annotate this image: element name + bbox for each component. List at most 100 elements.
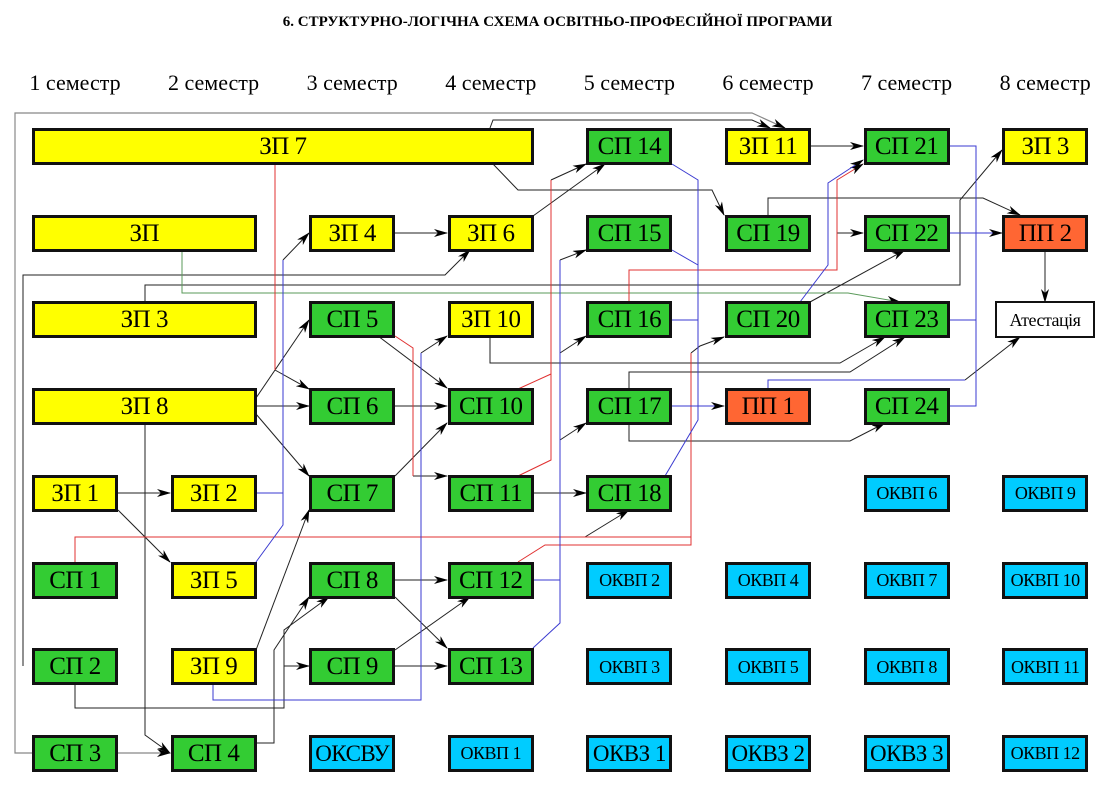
node-label: ЗП xyxy=(129,219,160,247)
node-label: СП 16 xyxy=(597,306,662,334)
node-sp3: СП 3 xyxy=(32,734,118,772)
node-label: ОКВП 12 xyxy=(1010,743,1081,764)
node-sp4: СП 4 xyxy=(170,734,257,772)
node-pp1: ПП 1 xyxy=(725,388,811,426)
node-sp22: СП 22 xyxy=(863,214,950,252)
node-label: ОКВЗ 3 xyxy=(870,740,944,766)
semester-label: 5 семестр xyxy=(583,70,675,95)
node-sp12: СП 12 xyxy=(447,561,534,599)
node-label: ЗП 6 xyxy=(467,219,515,247)
node-label: ЗП 5 xyxy=(189,566,238,594)
green-lines xyxy=(181,250,901,304)
node-sp24: СП 24 xyxy=(863,388,950,426)
node-label: ОКВП 6 xyxy=(876,483,937,504)
node-label: ОКВЗ 1 xyxy=(592,740,667,766)
node-sp19: СП 19 xyxy=(725,214,811,252)
red-lines xyxy=(74,163,864,563)
node-label: СП 1 xyxy=(49,566,101,594)
semester-label: 3 семестр xyxy=(306,70,398,95)
node-label: СП 3 xyxy=(49,739,101,767)
node-label: Атестація xyxy=(1009,309,1081,330)
node-label: СП 11 xyxy=(459,479,523,507)
node-sp1: СП 1 xyxy=(32,561,118,599)
node-sp14: СП 14 xyxy=(586,128,673,165)
node-okvp2: ОКВП 2 xyxy=(586,561,673,599)
node-label: ОКВП 9 xyxy=(1014,483,1076,504)
node-okvp6: ОКВП 6 xyxy=(863,474,950,512)
node-label: ЗП 8 xyxy=(120,393,169,421)
diagram-title: 6. СТРУКТУРНО-ЛОГІЧНА СХЕМА ОСВІТНЬО-ПРО… xyxy=(282,14,833,30)
node-sp10: СП 10 xyxy=(447,388,534,426)
node-okvp9: ОКВП 9 xyxy=(1002,474,1089,512)
node-okvp7: ОКВП 7 xyxy=(863,561,950,599)
node-label: ЗП 3 xyxy=(120,306,169,334)
node-zp11: ЗП 11 xyxy=(725,128,811,165)
node-sp17: СП 17 xyxy=(586,388,673,426)
node-label: ЗП 9 xyxy=(189,653,238,681)
node-okvz3: ОКВЗ 3 xyxy=(863,734,950,772)
node-label: ОКВП 8 xyxy=(876,656,937,677)
node-zp7: ЗП 7 xyxy=(32,128,534,165)
semester-label: 1 семестр xyxy=(29,70,121,95)
semester-label: 2 семестр xyxy=(168,70,260,95)
node-label: ЗП 2 xyxy=(189,479,238,507)
node-label: ОКВП 7 xyxy=(876,570,937,590)
node-zp8: ЗП 8 xyxy=(32,388,257,426)
node-label: ЗП 1 xyxy=(51,479,99,507)
node-okvz1: ОКВЗ 1 xyxy=(586,734,673,772)
node-label: СП 14 xyxy=(597,133,662,160)
node-zp4: ЗП 4 xyxy=(309,214,396,252)
node-oksvu: ОКСВУ xyxy=(309,734,396,772)
node-label: ЗП 3 xyxy=(1021,133,1070,160)
node-label: ОКВЗ 2 xyxy=(731,740,805,766)
node-label: СП 6 xyxy=(326,393,378,421)
node-okvz2: ОКВЗ 2 xyxy=(725,734,811,772)
node-sp5: СП 5 xyxy=(309,301,396,339)
node-label: СП 24 xyxy=(874,393,939,421)
node-zp: ЗП xyxy=(32,214,257,252)
node-atest: Атестація xyxy=(995,301,1095,339)
node-sp6: СП 6 xyxy=(309,388,396,426)
node-okvp5: ОКВП 5 xyxy=(725,648,811,686)
node-label: ОКВП 5 xyxy=(737,656,799,677)
node-label: ЗП 10 xyxy=(461,306,521,334)
node-sp23: СП 23 xyxy=(863,301,950,339)
node-sp15: СП 15 xyxy=(586,214,673,252)
node-label: СП 22 xyxy=(874,219,939,247)
node-label: ОКСВУ xyxy=(315,740,390,766)
node-sp16: СП 16 xyxy=(586,301,673,339)
node-sp18: СП 18 xyxy=(586,474,673,512)
node-label: СП 5 xyxy=(326,306,378,334)
node-label: ЗП 4 xyxy=(328,219,377,247)
node-label: СП 23 xyxy=(874,306,939,334)
node-label: ОКВП 3 xyxy=(599,656,660,677)
node-label: СП 17 xyxy=(597,393,662,421)
node-zp9: ЗП 9 xyxy=(170,648,257,686)
node-sp20: СП 20 xyxy=(725,301,811,339)
node-sp7: СП 7 xyxy=(309,474,396,512)
node-okvp12: ОКВП 12 xyxy=(1002,734,1089,772)
node-sp2: СП 2 xyxy=(32,648,118,686)
node-okvp8: ОКВП 8 xyxy=(863,648,950,686)
node-label: ОКВП 4 xyxy=(737,570,799,590)
node-zp5: ЗП 5 xyxy=(170,561,257,599)
node-zp1: ЗП 1 xyxy=(32,474,118,512)
node-label: СП 10 xyxy=(459,393,523,421)
node-label: ПП 1 xyxy=(741,393,795,421)
node-okvp1: ОКВП 1 xyxy=(447,734,534,772)
node-label: ЗП 7 xyxy=(259,133,307,160)
node-label: ОКВП 11 xyxy=(1011,656,1080,677)
node-label: СП 15 xyxy=(597,219,662,247)
node-sp9: СП 9 xyxy=(309,648,396,686)
semester-label: 7 семестр xyxy=(861,70,953,95)
node-zp3b: ЗП 3 xyxy=(1002,128,1089,165)
semester-label: 8 семестр xyxy=(999,70,1091,95)
node-okvp10: ОКВП 10 xyxy=(1002,561,1089,599)
node-okvp11: ОКВП 11 xyxy=(1002,648,1089,686)
node-label: СП 20 xyxy=(736,306,800,334)
node-label: СП 19 xyxy=(736,219,800,247)
node-zp2: ЗП 2 xyxy=(170,474,257,512)
black-arrows xyxy=(22,119,1049,754)
node-sp11: СП 11 xyxy=(447,474,534,512)
